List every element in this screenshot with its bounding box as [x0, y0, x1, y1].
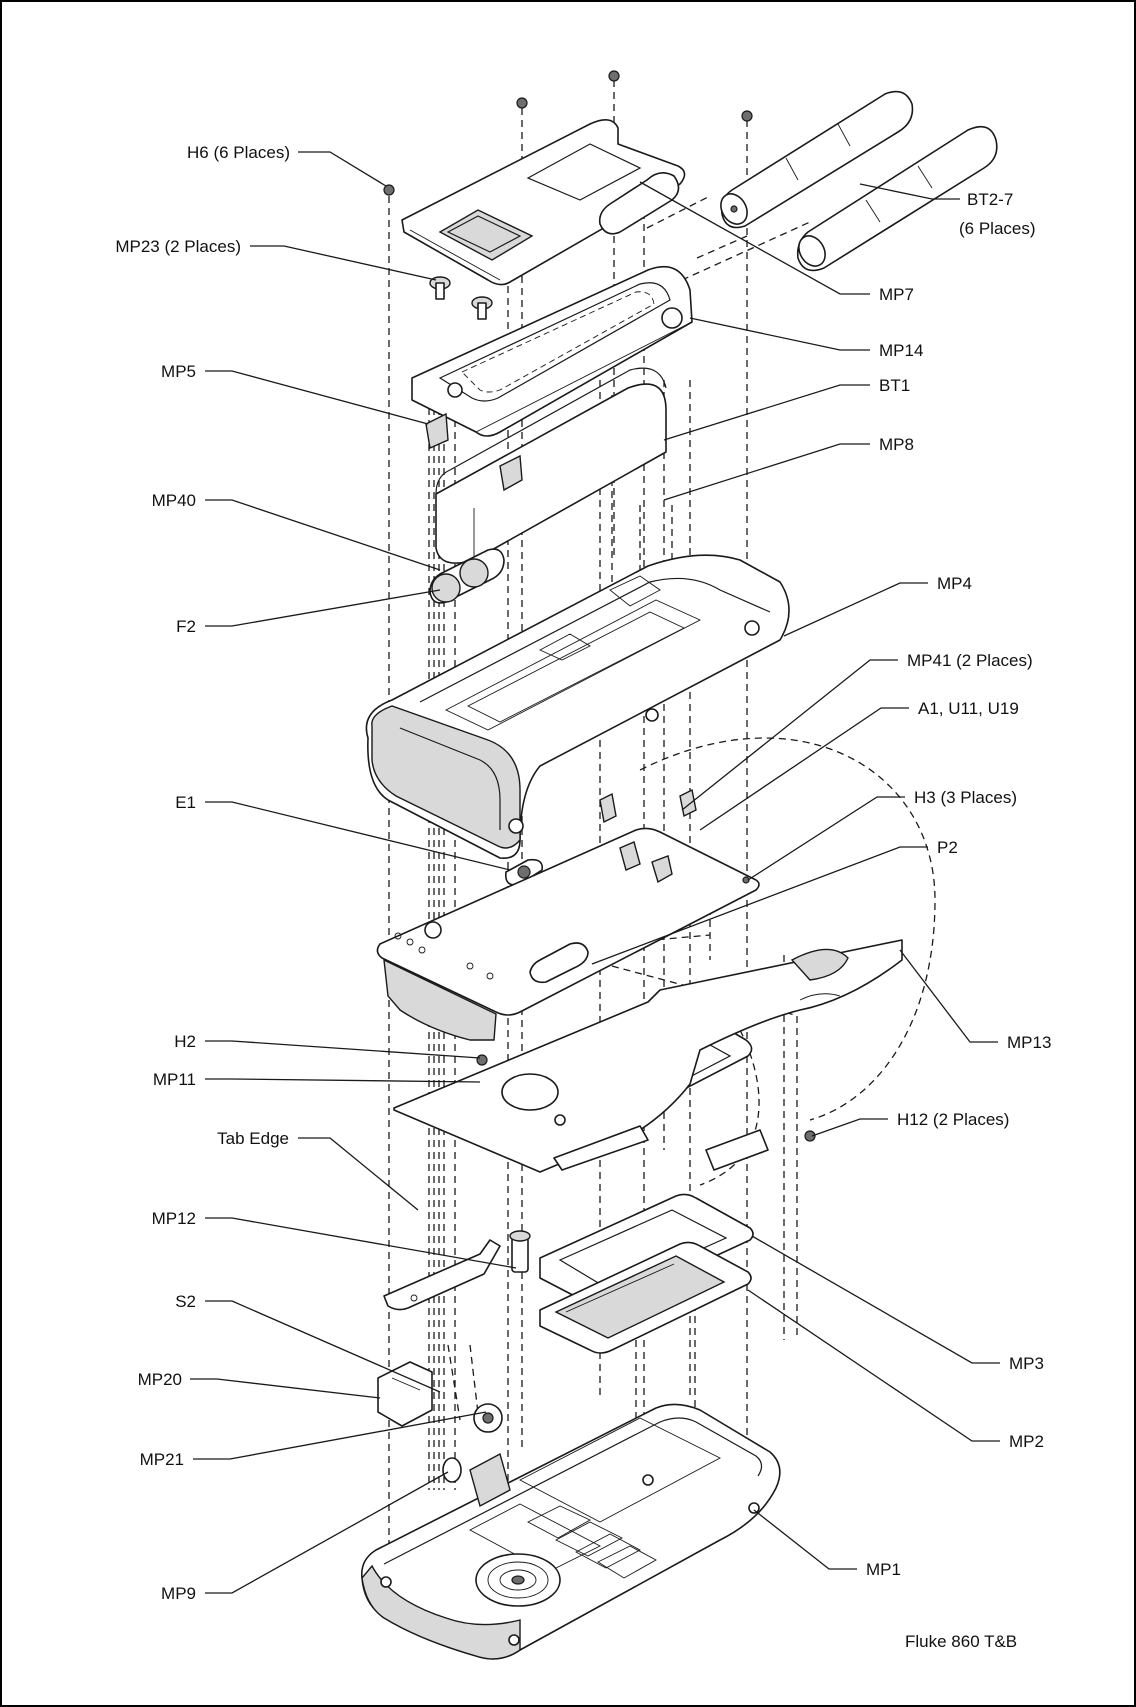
- part-a1-pcb: [376, 827, 760, 1041]
- label-mp7: MP7: [879, 285, 914, 304]
- screw-icon: [741, 110, 753, 122]
- screw-icon: [429, 276, 451, 300]
- label-mp3: MP3: [1009, 1354, 1044, 1373]
- part-bt1-battery-pack: [435, 367, 667, 564]
- label-bt2-7-places: (6 Places): [959, 219, 1036, 238]
- label-p2: P2: [937, 838, 958, 857]
- part-mp41-clips: [599, 788, 697, 824]
- dashed-arc: [639, 737, 936, 1121]
- label-mp4: MP4: [937, 574, 972, 593]
- keypad-icon: [527, 1505, 657, 1579]
- label-a1: A1, U11, U19: [918, 699, 1019, 718]
- part-mp5-clips: [425, 412, 523, 492]
- screw-icon: [804, 1130, 816, 1142]
- callout-labels: H6 (6 Places) MP23 (2 Places) MP5 MP40 F…: [115, 143, 1051, 1651]
- part-mp21: [473, 1403, 503, 1433]
- diagram-caption: Fluke 860 T&B: [905, 1632, 1017, 1651]
- speaker-icon: [475, 1553, 561, 1607]
- part-mp40-fuse-holder: [429, 548, 505, 604]
- part-h2-screw: [476, 1054, 488, 1066]
- label-s2: S2: [175, 1292, 196, 1311]
- label-h3: H3 (3 Places): [914, 788, 1017, 807]
- label-mp13: MP13: [1007, 1033, 1051, 1052]
- part-mp14-frame: [411, 265, 693, 437]
- label-mp40: MP40: [152, 491, 196, 510]
- label-mp9: MP9: [161, 1584, 196, 1603]
- part-e1: [504, 858, 544, 886]
- screw-icon: [471, 296, 493, 320]
- part-mp2-lcd: [539, 1241, 752, 1354]
- leader-lines: [190, 151, 1000, 1594]
- battery-icon: [598, 172, 680, 235]
- part-bt2-7-batteries: [598, 90, 998, 272]
- label-mp20: MP20: [138, 1370, 182, 1389]
- label-mp41: MP41 (2 Places): [907, 651, 1033, 670]
- label-mp12: MP12: [152, 1209, 196, 1228]
- label-mp11: MP11: [153, 1070, 196, 1089]
- battery-icon: [796, 125, 998, 272]
- battery-icon: [720, 90, 914, 229]
- part-mp12-standoff: [509, 1230, 531, 1273]
- label-mp1: MP1: [866, 1560, 901, 1579]
- label-mp2: MP2: [1009, 1432, 1044, 1451]
- label-e1: E1: [175, 793, 196, 812]
- part-mp9: [442, 1457, 462, 1483]
- label-tab-edge: Tab Edge: [217, 1129, 289, 1148]
- label-h2: H2: [174, 1032, 196, 1051]
- label-mp5: MP5: [161, 362, 196, 381]
- label-mp23: MP23 (2 Places): [115, 237, 241, 256]
- label-h6: H6 (6 Places): [187, 143, 290, 162]
- label-mp14: MP14: [879, 341, 923, 360]
- label-h12: H12 (2 Places): [897, 1110, 1009, 1129]
- label-f2: F2: [176, 617, 196, 636]
- part-mp1-base-case: [360, 1403, 781, 1660]
- screw-icon: [383, 184, 395, 196]
- part-s2-plate: [383, 1239, 501, 1311]
- part-mp20: [377, 1361, 433, 1427]
- screw-icon: [608, 70, 620, 82]
- label-bt2-7: BT2-7: [967, 190, 1013, 209]
- part-mp4-case-top: [365, 554, 790, 859]
- screw-icon: [476, 1054, 488, 1066]
- label-mp21: MP21: [140, 1450, 184, 1469]
- screw-icon: [516, 97, 528, 109]
- part-mp7-cover: [401, 119, 686, 286]
- label-mp8: MP8: [879, 435, 914, 454]
- part-mp23-screws: [429, 276, 493, 320]
- part-mp13-shield: [393, 939, 903, 1173]
- label-bt1: BT1: [879, 376, 910, 395]
